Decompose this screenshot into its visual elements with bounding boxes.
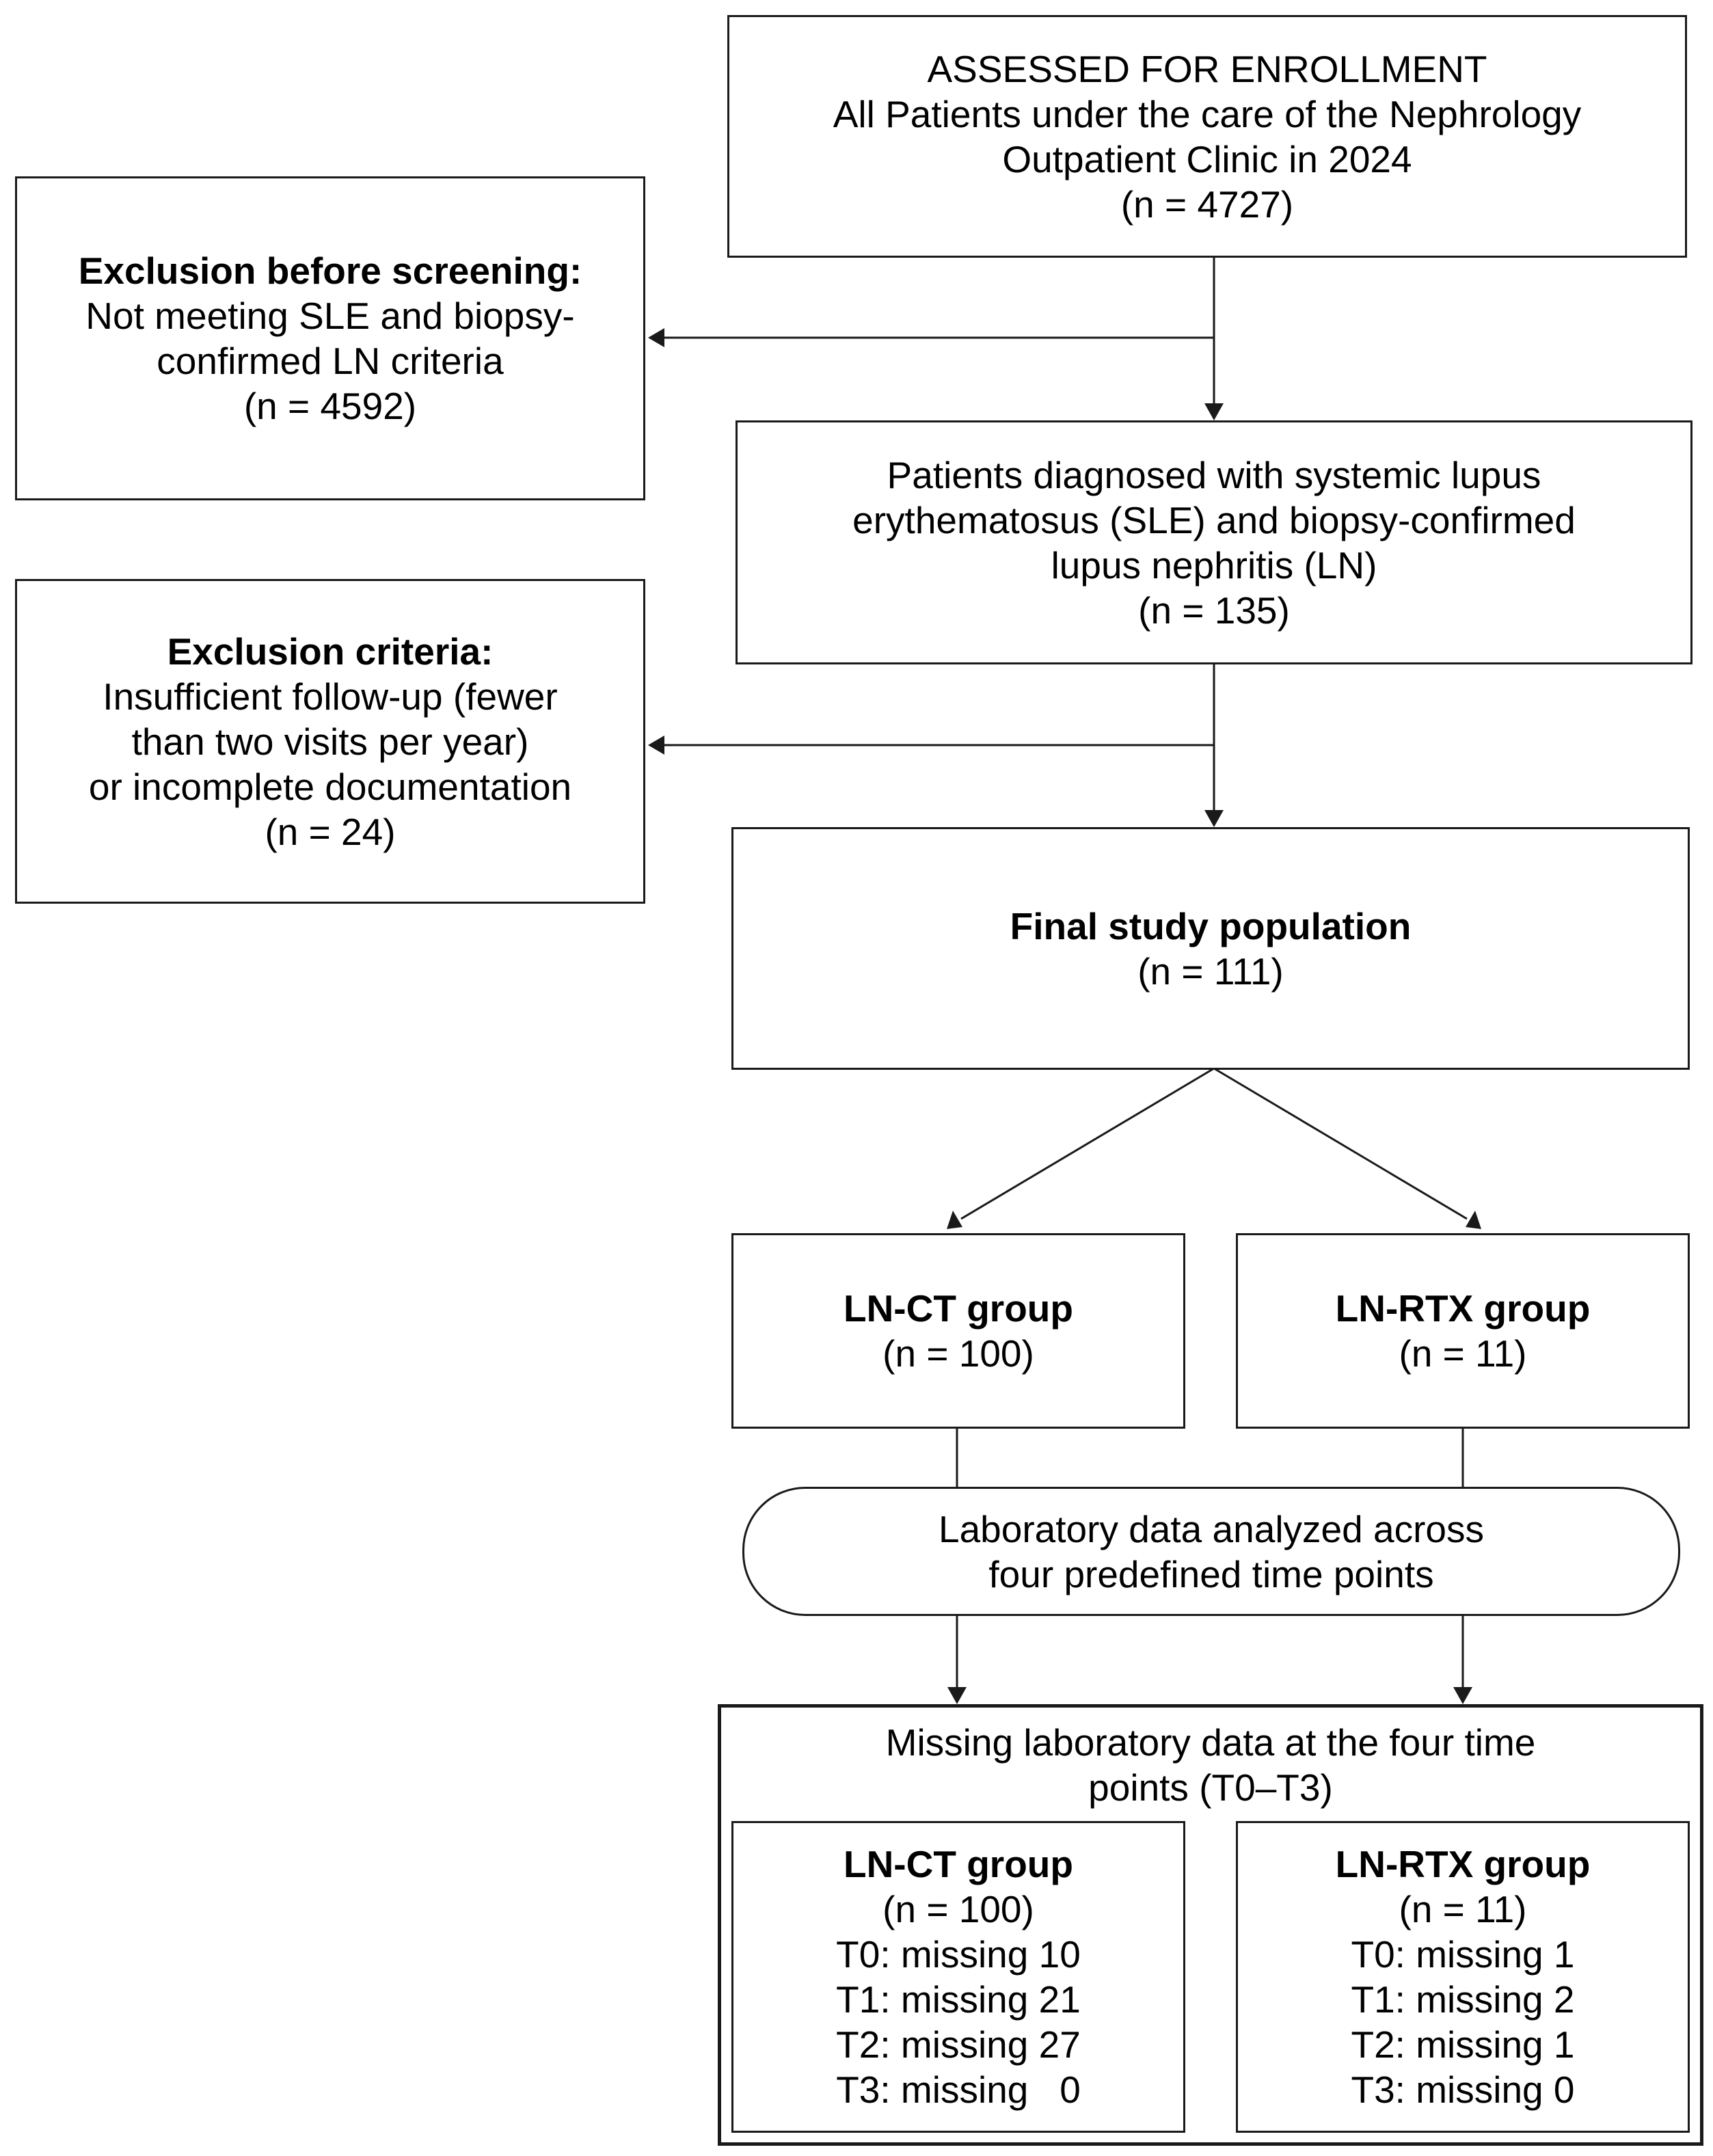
diagnosed-line-3: lupus nephritis (LN) bbox=[1051, 543, 1377, 587]
missing-ln-rtx-t2: T2: missing 1 bbox=[1351, 2023, 1575, 2066]
diagnosed-line-2: erythematosus (SLE) and biopsy-confirmed bbox=[852, 498, 1576, 541]
exclusion-before-screening-count: (n = 4592) bbox=[243, 385, 417, 427]
assessed-for-enrollment-box: ASSESSED FOR ENROLLMENT All Patients und… bbox=[727, 15, 1687, 258]
missing-ln-ct-box: LN-CT group (n = 100) T0: missing 10 T1:… bbox=[731, 1821, 1185, 2133]
arrow-final-to-ln-ct bbox=[960, 1067, 1215, 1220]
laboratory-data-pill: Laboratory data analyzed across four pre… bbox=[742, 1487, 1680, 1616]
ln-rtx-group-title: LN-RTX group bbox=[1335, 1287, 1591, 1330]
exclusion-before-screening-line-1: Not meeting SLE and biopsy- bbox=[85, 295, 575, 337]
arrowhead-final-to-ln-ct bbox=[947, 1211, 962, 1229]
ln-rtx-group-count: (n = 11) bbox=[1399, 1332, 1527, 1375]
final-study-population-count: (n = 111) bbox=[1137, 949, 1284, 993]
missing-ln-rtx-count: (n = 11) bbox=[1399, 1888, 1527, 1930]
missing-heading-line-2: points (T0–T3) bbox=[1088, 1766, 1333, 1809]
missing-ln-ct-title: LN-CT group bbox=[843, 1843, 1073, 1885]
exclusion-before-screening-line-2: confirmed LN criteria bbox=[157, 340, 504, 382]
final-study-population-box: Final study population (n = 111) bbox=[731, 827, 1690, 1070]
arrow-final-to-ln-rtx bbox=[1213, 1067, 1468, 1220]
arrowhead-laboratory-to-missing-ct bbox=[947, 1687, 967, 1704]
missing-ln-ct-t3: T3: missing 0 bbox=[836, 2069, 1081, 2111]
exclusion-criteria-count: (n = 24) bbox=[265, 810, 396, 853]
missing-ln-ct-count: (n = 100) bbox=[882, 1888, 1034, 1930]
exclusion-criteria-line-1: Insufficient follow-up (fewer bbox=[103, 675, 558, 718]
laboratory-line-1: Laboratory data analyzed across bbox=[939, 1507, 1484, 1550]
exclusion-before-screening-box: Exclusion before screening: Not meeting … bbox=[15, 176, 645, 500]
diagnosed-count: (n = 135) bbox=[1138, 589, 1290, 632]
assessed-line-2: All Patients under the care of the Nephr… bbox=[833, 92, 1582, 135]
missing-ln-ct-t0: T0: missing 10 bbox=[836, 1933, 1081, 1976]
assessed-title: ASSESSED FOR ENROLLMENT bbox=[927, 47, 1487, 90]
assessed-line-3: Outpatient Clinic in 2024 bbox=[1002, 137, 1412, 180]
exclusion-criteria-title: Exclusion criteria: bbox=[167, 630, 494, 673]
laboratory-line-2: four predefined time points bbox=[988, 1552, 1434, 1595]
diagnosed-line-1: Patients diagnosed with systemic lupus bbox=[887, 453, 1541, 496]
arrowhead-exclusion-criteria bbox=[648, 736, 664, 755]
missing-heading-line-1: Missing laboratory data at the four time bbox=[885, 1721, 1536, 1764]
missing-ln-rtx-title: LN-RTX group bbox=[1335, 1843, 1591, 1885]
diagnosed-box: Patients diagnosed with systemic lupus e… bbox=[736, 420, 1692, 664]
missing-ln-ct-t1: T1: missing 21 bbox=[836, 1978, 1081, 2021]
arrowhead-diagnosed-to-final bbox=[1204, 810, 1224, 827]
missing-ln-rtx-t1: T1: missing 2 bbox=[1351, 1978, 1575, 2021]
arrowhead-assessed-to-diagnosed bbox=[1204, 403, 1224, 420]
arrowhead-final-to-ln-rtx bbox=[1466, 1211, 1481, 1229]
ln-ct-group-box: LN-CT group (n = 100) bbox=[731, 1233, 1185, 1429]
exclusion-criteria-line-3: or incomplete documentation bbox=[88, 765, 572, 808]
missing-ln-rtx-t0: T0: missing 1 bbox=[1351, 1933, 1575, 1976]
ln-ct-group-title: LN-CT group bbox=[843, 1287, 1073, 1330]
ln-ct-group-count: (n = 100) bbox=[882, 1332, 1034, 1375]
final-study-population-title: Final study population bbox=[1010, 904, 1412, 947]
arrowhead-exclusion-before-screening bbox=[648, 328, 664, 347]
exclusion-criteria-line-2: than two visits per year) bbox=[131, 720, 529, 763]
missing-ln-rtx-box: LN-RTX group (n = 11) T0: missing 1 T1: … bbox=[1236, 1821, 1690, 2133]
exclusion-criteria-box: Exclusion criteria: Insufficient follow-… bbox=[15, 579, 645, 904]
assessed-count: (n = 4727) bbox=[1120, 183, 1294, 226]
missing-ln-ct-t2: T2: missing 27 bbox=[836, 2023, 1081, 2066]
exclusion-before-screening-title: Exclusion before screening: bbox=[78, 250, 582, 292]
ln-rtx-group-box: LN-RTX group (n = 11) bbox=[1236, 1233, 1690, 1429]
missing-ln-rtx-t3: T3: missing 0 bbox=[1351, 2069, 1575, 2111]
arrowhead-laboratory-to-missing-rtx bbox=[1453, 1687, 1472, 1704]
